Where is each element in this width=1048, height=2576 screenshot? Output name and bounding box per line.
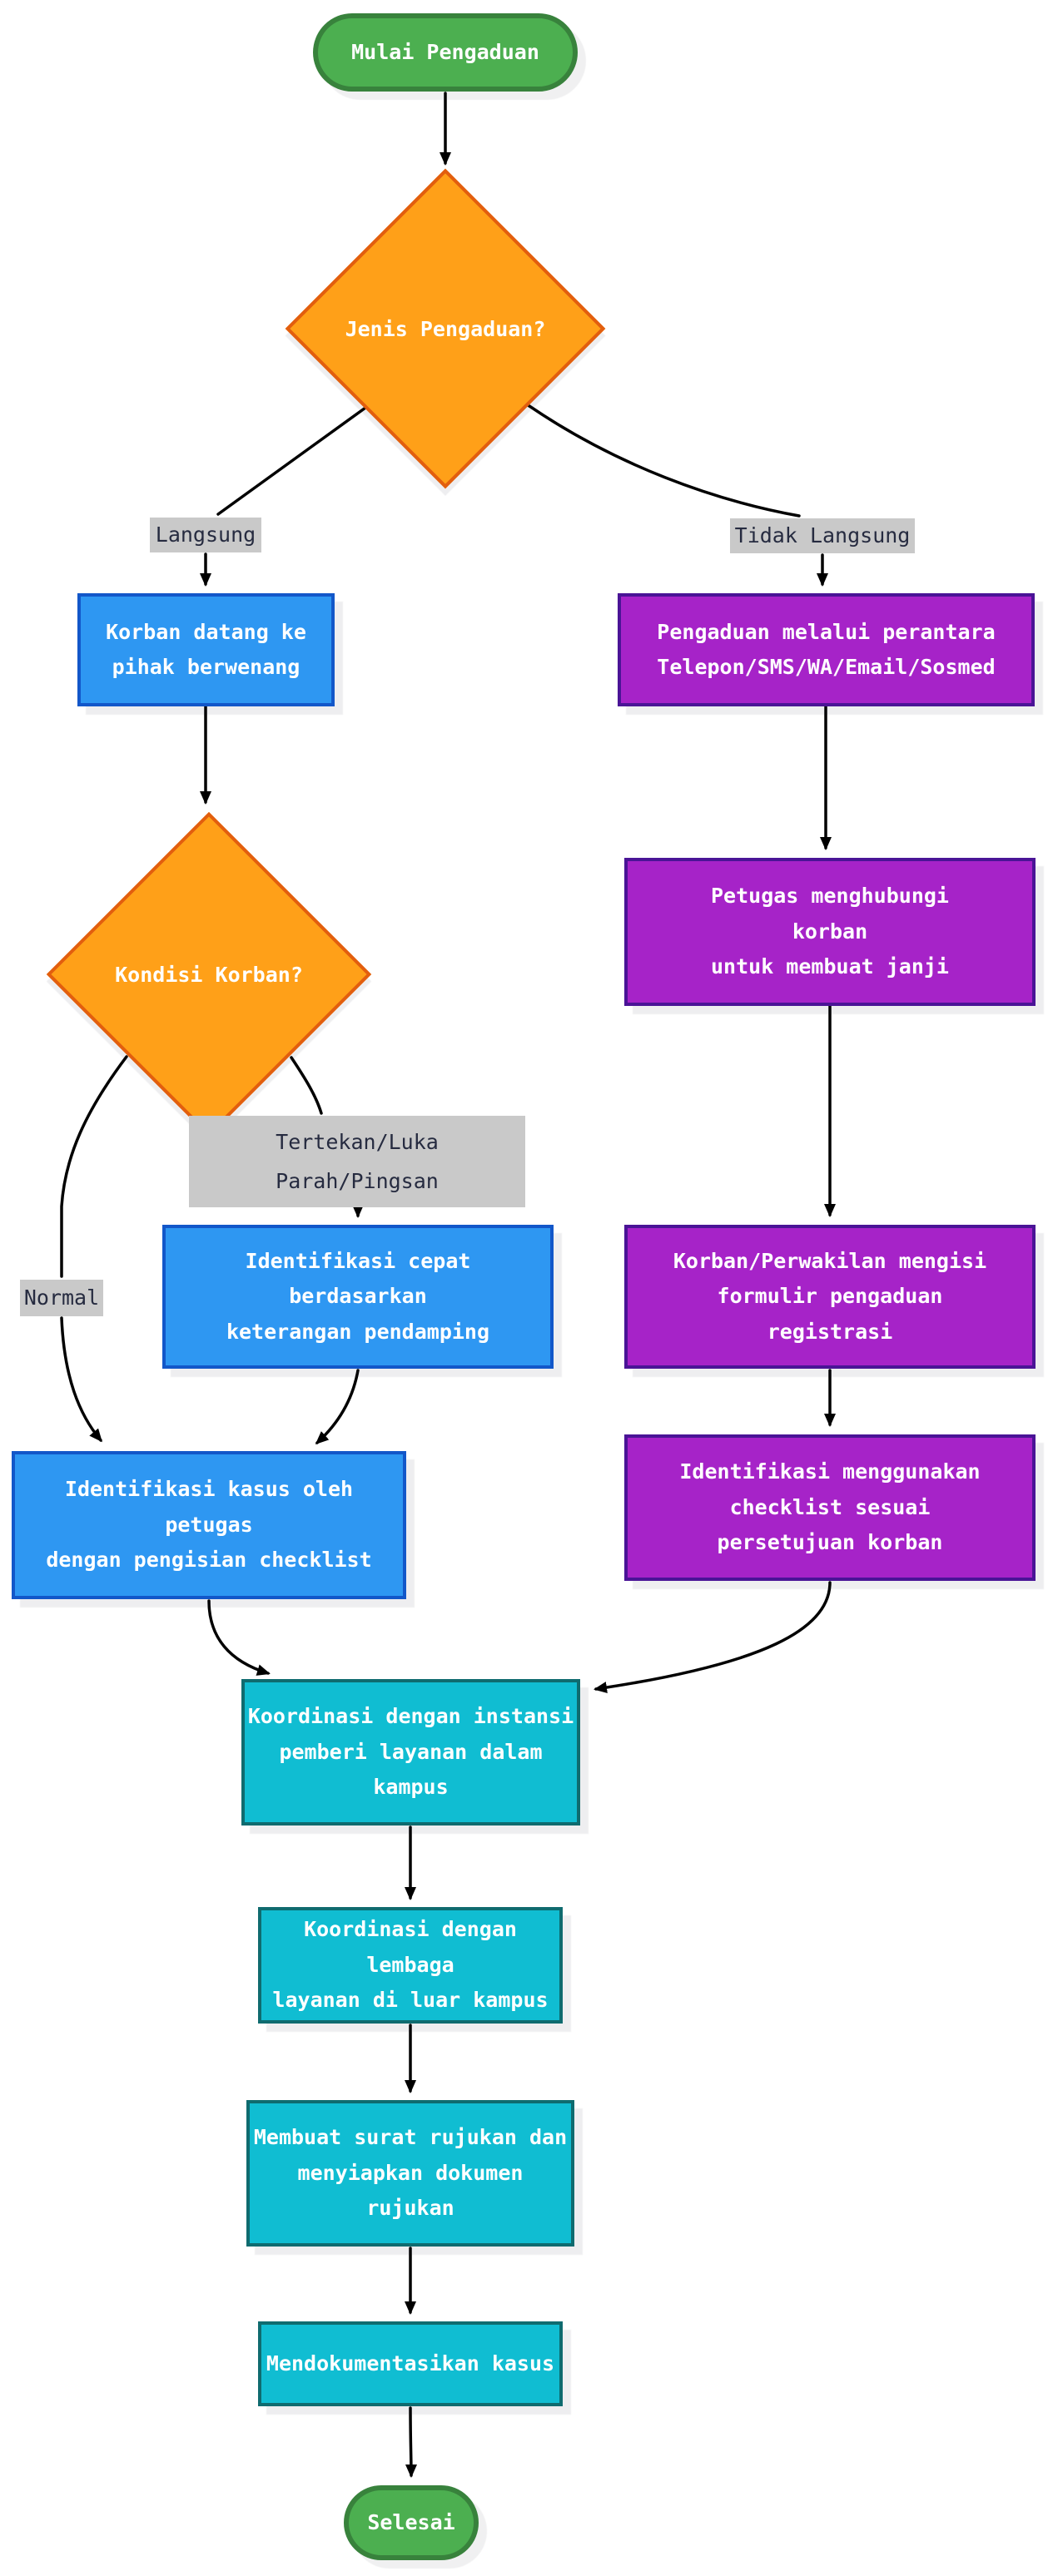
edge-identifikasi-cepat-to-kasus bbox=[315, 1369, 360, 1445]
edge-label-normal: Normal bbox=[20, 1280, 103, 1316]
node-membuat-surat: Membuat surat rujukan dan menyiapkan dok… bbox=[246, 2100, 574, 2247]
edge-checklist-to-koordinasi-dalam bbox=[594, 1581, 832, 1694]
edge-label-tidak-langsung: Tidak Langsung bbox=[730, 518, 915, 553]
node-identifikasi-checklist: Identifikasi menggunakan checklist sesua… bbox=[624, 1434, 1036, 1581]
node-end: Selesai bbox=[344, 2485, 479, 2560]
edge-label-tertekan: Tertekan/Luka Parah/Pingsan bbox=[189, 1116, 525, 1207]
edge-dokumentasi-to-selesai bbox=[405, 2406, 417, 2478]
edge-label-langsung: Langsung bbox=[150, 518, 261, 552]
node-identifikasi-cepat: Identifikasi cepat berdasarkan keteranga… bbox=[162, 1225, 554, 1369]
node-pengaduan-perantara: Pengaduan melalui perantara Telepon/SMS/… bbox=[618, 593, 1035, 706]
node-start: Mulai Pengaduan bbox=[313, 13, 578, 92]
node-identifikasi-kasus: Identifikasi kasus oleh petugas dengan p… bbox=[12, 1451, 406, 1599]
edge-normal-to-identifikasi-kasus bbox=[60, 1316, 102, 1443]
edge-identifikasi-kasus-to-koordinasi-dalam bbox=[207, 1599, 271, 1676]
node-koordinasi-dalam: Koordinasi dengan instansi pemberi layan… bbox=[241, 1679, 580, 1825]
edge-kondisi-to-normal bbox=[60, 1055, 128, 1278]
node-mendokumentasikan: Mendokumentasikan kasus bbox=[258, 2321, 563, 2406]
node-petugas-menghubungi: Petugas menghubungi korban untuk membuat… bbox=[624, 858, 1036, 1006]
edge-kondisi-to-tertekan bbox=[290, 1056, 323, 1115]
node-koordinasi-luar: Koordinasi dengan lembaga layanan di lua… bbox=[258, 1907, 563, 2024]
edge-jenis-to-tidak-langsung bbox=[523, 401, 801, 518]
node-korban-perwakilan: Korban/Perwakilan mengisi formulir penga… bbox=[624, 1225, 1036, 1369]
edge-jenis-to-langsung bbox=[216, 402, 373, 516]
node-korban-datang: Korban datang ke pihak berwenang bbox=[77, 593, 335, 706]
